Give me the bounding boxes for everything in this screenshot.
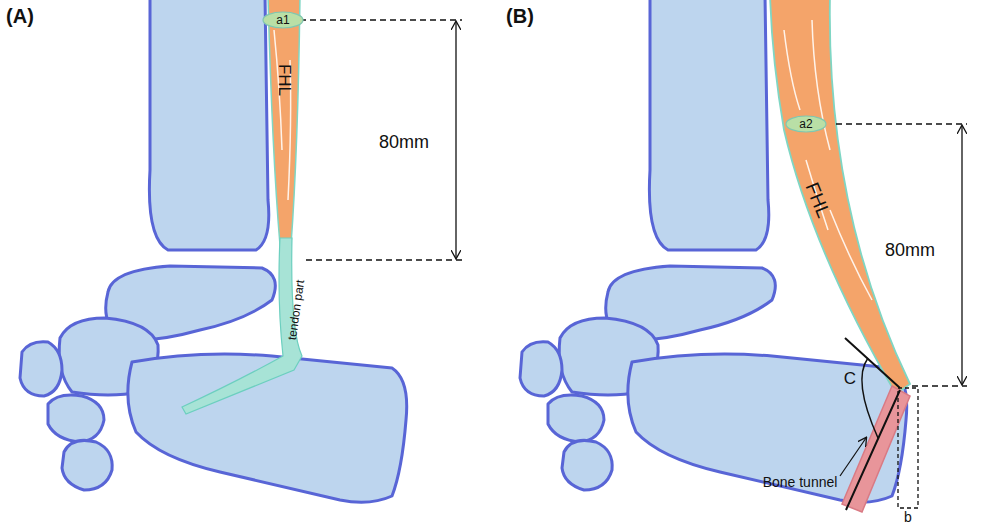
panel-letter: (B) xyxy=(506,6,534,26)
oval-label: a1 xyxy=(276,14,289,26)
angle-label: C xyxy=(844,370,856,387)
dimension-label: 80mm xyxy=(379,133,429,151)
section-oval: a2 xyxy=(785,115,827,133)
section-oval: a1 xyxy=(262,11,304,29)
dimension-label: b xyxy=(904,510,912,524)
part-label: Bone tunnel xyxy=(763,475,838,489)
dimension-label: 80mm xyxy=(885,241,935,259)
muscle-name: FHL xyxy=(276,64,293,96)
panel-letter: (A) xyxy=(6,6,34,26)
oval-label: a2 xyxy=(799,118,812,130)
